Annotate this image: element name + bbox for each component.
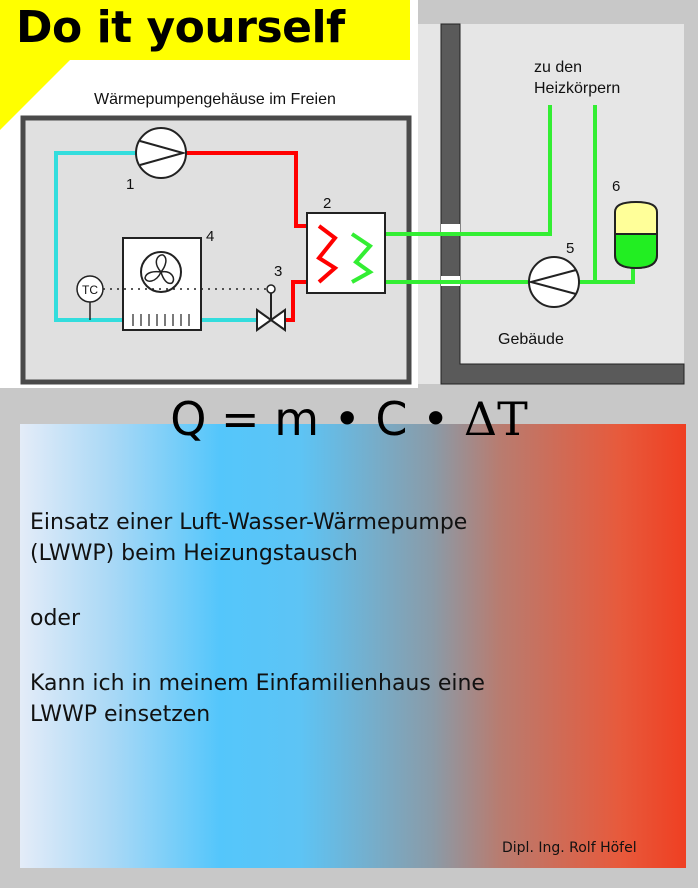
fan-blades [144,254,175,285]
component-number-2: 2 [323,195,331,212]
description-line-5: LWWP einsetzen [30,702,211,727]
water-supply-line [352,105,552,236]
banner-title: Do it yourself [16,2,345,53]
description-line-4: Kann ich in meinem Einfamilienhaus eine [30,671,485,696]
description-line-1: Einsatz einer Luft-Wasser-Wärmepumpe [30,510,468,535]
valve-sensor [266,284,276,294]
heat-pump-diagram: TC Wärmepumpengehäuse im Freien zu den H… [0,0,685,388]
building-wall [440,23,685,385]
banner-tail [0,60,70,130]
pump-symbol [527,269,577,295]
component-number-1: 1 [126,176,134,193]
expansion-vessel-water [614,233,658,270]
radiator-label-line2: Heizkörpern [534,80,620,97]
evaporator-fins [132,314,190,326]
compressor-symbol [139,140,187,166]
title-banner: Do it yourself [0,0,410,60]
component-number-4: 4 [206,228,214,245]
exchanger-hot-coil [316,224,339,284]
component-number-6: 6 [612,178,620,195]
tc-label: TC [82,283,98,297]
exchanger-water-coil [350,232,374,284]
formula-delta-t: ΔT [463,392,528,446]
formula-lhs: Q = m • C • [170,392,464,446]
gradient-panel [20,424,686,868]
building-label: Gebäude [498,331,564,348]
heat-formula: Q = m • C • ΔT [0,392,698,454]
housing-label: Wärmepumpengehäuse im Freien [94,91,336,108]
compressor [135,127,187,179]
radiator-label-line1: zu den [534,59,582,76]
wall-passage-top [441,224,460,234]
circulation-pump [528,256,580,308]
description-line-2: (LWWP) beim Heizungstausch [30,541,358,566]
author-credit: Dipl. Ing. Rolf Höfel [502,840,637,856]
description-line-3: oder [30,606,81,631]
component-number-3: 3 [274,263,282,280]
component-number-5: 5 [566,240,574,257]
